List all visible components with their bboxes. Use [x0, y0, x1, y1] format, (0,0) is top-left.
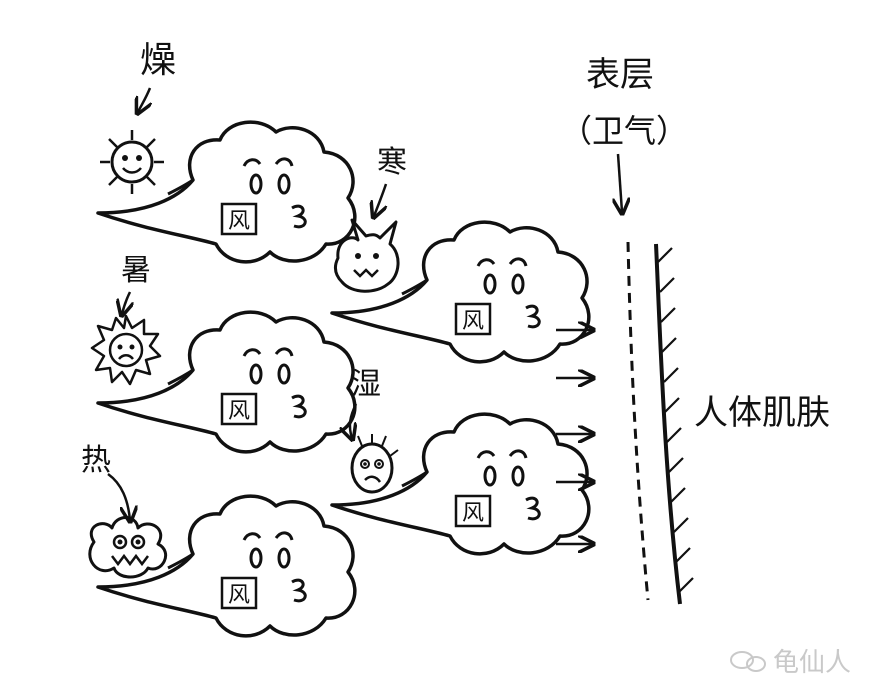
watermark-chat-icon: [730, 651, 766, 672]
label-zao: 燥: [140, 40, 176, 81]
wind-label: 风: [462, 501, 484, 526]
surface-pointer-arrow: [618, 153, 622, 212]
summer-heat-germ-icon: [90, 314, 162, 386]
pointer-arrow-han: [374, 183, 386, 216]
watermark: 龟仙人: [730, 648, 851, 674]
surface-layer-subtitle: （卫气）: [560, 112, 688, 150]
label-shi: 湿: [351, 367, 381, 402]
wind-cloud-shi: 风: [330, 412, 591, 556]
damp-germ-icon: [350, 434, 399, 494]
pointer-arrow-re: [107, 472, 130, 520]
wind-cloud-han: 风: [330, 220, 591, 364]
dry-germ-icon: [100, 130, 164, 194]
pointer-arrow-shi: [350, 403, 356, 438]
surface-layer-title: 表层: [586, 55, 654, 95]
wind-label: 风: [228, 209, 250, 234]
label-shu: 暑: [121, 253, 151, 288]
heat-germ-icon: [88, 516, 168, 579]
pointer-arrow-shu: [122, 291, 130, 314]
wind-cloud-re: 风: [96, 494, 357, 638]
label-han: 寒: [377, 145, 407, 180]
attack-arrows: [556, 330, 592, 544]
wind-label: 风: [228, 583, 250, 608]
watermark-text: 龟仙人: [773, 648, 851, 674]
defensive-qi-line: [626, 241, 650, 601]
label-re: 热: [81, 443, 111, 478]
pointer-arrow-zao: [138, 87, 150, 112]
skin-label: 人体肌肤: [694, 393, 830, 433]
cold-germ-icon: [333, 218, 400, 293]
wind-cloud-shu: 风: [96, 310, 357, 454]
wind-label: 风: [228, 399, 250, 424]
skin-surface: [654, 243, 694, 605]
wind-cloud-zao: 风: [96, 120, 357, 264]
wind-label: 风: [462, 309, 484, 334]
